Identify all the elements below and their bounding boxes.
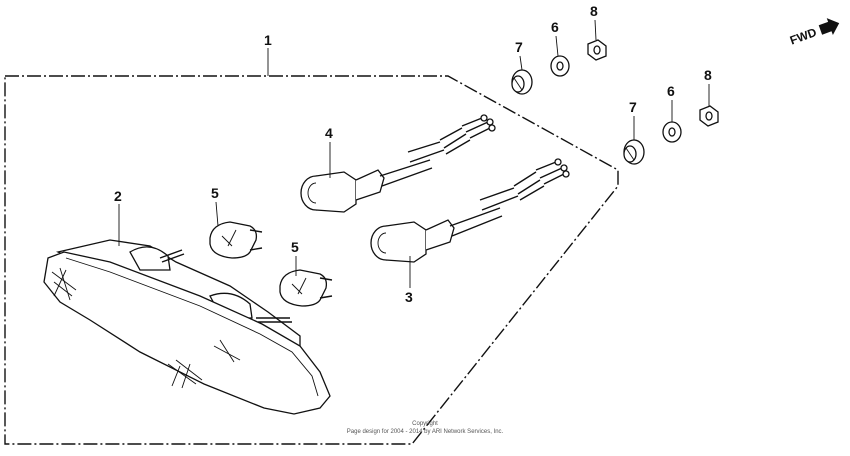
- callout-8a-leader: [594, 19, 597, 41]
- callout-4-label: 4: [325, 125, 333, 141]
- socket-lower: [370, 158, 570, 263]
- grommet-lower: [623, 139, 645, 165]
- callout-5a-label: 5: [211, 185, 219, 201]
- washer-lower: [662, 121, 682, 143]
- callout-8b-label: 8: [704, 67, 712, 83]
- bulb-lower: [279, 269, 333, 307]
- forward-direction-marker: FWD: [788, 18, 840, 48]
- taillight-housing: [43, 239, 331, 415]
- callout-6a-leader: [555, 35, 559, 57]
- washer-upper: [550, 55, 570, 77]
- forward-direction-label: FWD: [788, 25, 819, 48]
- bulb-upper: [209, 221, 263, 259]
- assembly-outline: [4, 75, 619, 445]
- copyright-line-1: Copyright: [412, 421, 438, 427]
- callout-3-label: 3: [405, 289, 413, 305]
- callout-1-label: 1: [264, 32, 272, 48]
- callout-6a-label: 6: [551, 19, 559, 35]
- callout-7a-label: 7: [515, 39, 523, 55]
- callout-2-label: 2: [114, 188, 122, 204]
- callout-7a-leader: [519, 55, 523, 71]
- grommet-upper: [511, 69, 533, 95]
- forward-arrow-icon: [818, 18, 840, 36]
- callout-5a-leader: [215, 201, 219, 227]
- callout-7b-label: 7: [629, 99, 637, 115]
- callout-6b-label: 6: [667, 83, 675, 99]
- nut-upper: [587, 39, 607, 61]
- nut-lower: [699, 105, 719, 127]
- taillight-lens: [43, 251, 331, 415]
- callout-5b-label: 5: [291, 239, 299, 255]
- socket-upper: [300, 114, 496, 213]
- callout-8a-label: 8: [590, 3, 598, 19]
- copyright-line-2: Page design for 2004 - 2014 by ARI Netwo…: [347, 429, 504, 435]
